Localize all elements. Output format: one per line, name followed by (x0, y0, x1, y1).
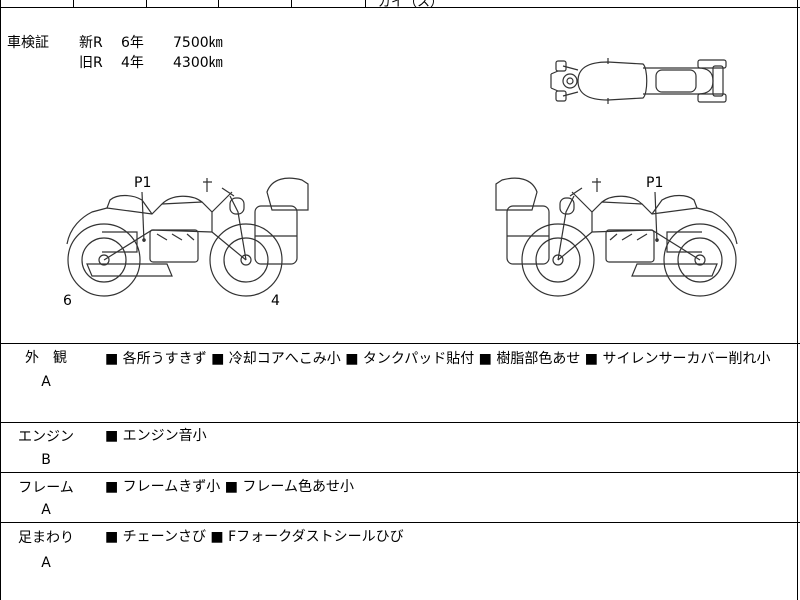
header-partial-text: ガイ（ス） (378, 0, 444, 10)
section-divider (0, 422, 800, 423)
section-title: 足まわり (18, 530, 74, 546)
inspection-old-row: 旧R 4年 4300㎞ (79, 52, 223, 74)
inspection-new-row: 新R 6年 7500㎞ (79, 32, 223, 54)
section-notes: ■ 各所うすきず ■ 冷却コアへこみ小 ■ タンクパッド貼付 ■ 樹脂部色あせ … (105, 351, 771, 367)
inspection-label: 車検証 (7, 35, 49, 51)
inspection-new-kind: 新R (79, 35, 103, 51)
inspection-old-km: 4300㎞ (173, 55, 223, 71)
section-title: エンジン (18, 429, 74, 445)
section-notes: ■ エンジン音小 (105, 428, 207, 444)
inspection-new-years: 6年 (121, 35, 144, 51)
section-grade: A (41, 555, 51, 571)
left-view-rear-label: 6 (63, 293, 72, 309)
inspection-old-years: 4年 (121, 55, 144, 71)
header-strip: ガイ（ス） (0, 0, 800, 10)
motorcycle-right-side-view (495, 177, 738, 297)
left-view-point-label: P1 (134, 175, 152, 191)
section-title: 外 観 (25, 350, 67, 366)
section-grade: A (41, 502, 51, 518)
section-notes: ■ チェーンさび ■ Fフォークダストシールひび (105, 529, 404, 545)
inspection-new-km: 7500㎞ (173, 35, 223, 51)
section-divider (0, 472, 800, 473)
section-grade: B (41, 452, 51, 468)
inspection-old-kind: 旧R (79, 55, 103, 71)
left-view-front-label: 4 (271, 293, 280, 309)
right-view-point-label: P1 (646, 175, 664, 191)
section-divider (0, 343, 800, 344)
motorcycle-left-side-view (66, 177, 309, 297)
section-divider (0, 522, 800, 523)
section-grade: A (41, 374, 51, 390)
section-notes: ■ フレームきず小 ■ フレーム色あせ小 (105, 479, 354, 495)
section-title: フレーム (18, 480, 74, 496)
motorcycle-top-view (550, 58, 727, 104)
